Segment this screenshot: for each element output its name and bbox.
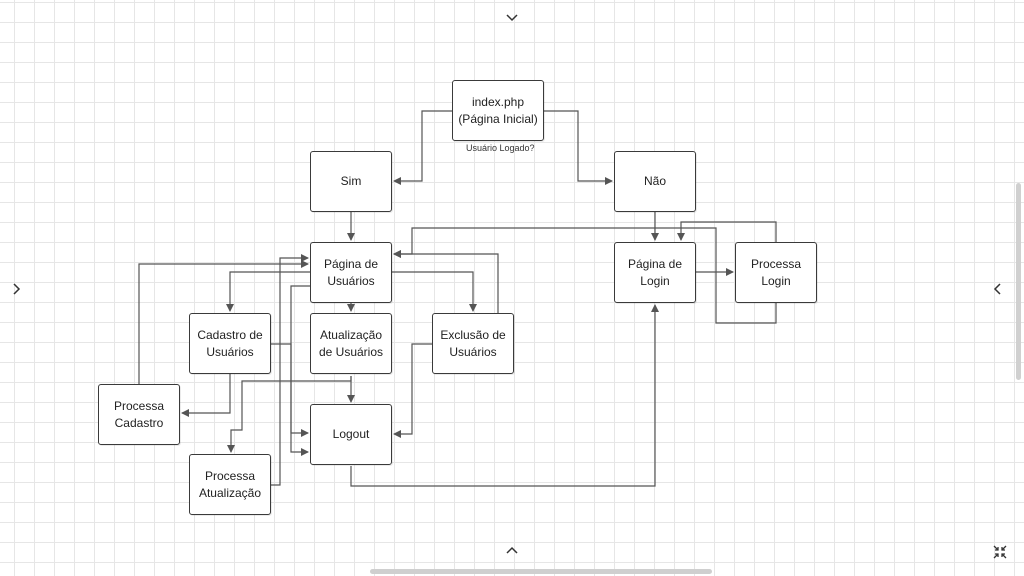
chevron-right-icon[interactable]	[6, 279, 26, 299]
node-sim-label: Sim	[340, 174, 362, 188]
node-sim[interactable]: Sim	[310, 151, 392, 212]
chevron-down-icon[interactable]	[502, 8, 522, 28]
edge-processa-atualizacao-usuarios	[271, 254, 309, 486]
edge-index-nao	[544, 110, 613, 185]
node-exclusao-usuarios[interactable]: Exclusão de Usuários	[432, 313, 514, 374]
edge-processa-cadastro-usuarios	[138, 260, 309, 384]
node-processa-login-label: Processa Login	[750, 256, 802, 288]
node-pagina-login-label: Página de Login	[627, 256, 683, 288]
node-cadastro-usuarios[interactable]: Cadastro de Usuários	[189, 313, 271, 374]
node-exclusao-usuarios-label: Exclusão de Usuários	[440, 327, 506, 359]
edge-processa-login-back	[677, 221, 777, 242]
edge-cadastro-logout	[271, 343, 309, 456]
node-atualizacao-usuarios[interactable]: Atualização de Usuários	[310, 313, 392, 374]
node-pagina-usuarios-label: Página de Usuários	[323, 256, 379, 288]
question-label: Usuário Logado?	[466, 143, 535, 153]
edge-cadastro-processa	[181, 374, 231, 417]
edge-processa-login-usuarios	[393, 227, 777, 324]
collapse-icon[interactable]	[990, 542, 1010, 562]
edge-index-sim	[393, 110, 452, 185]
node-processa-cadastro[interactable]: Processa Cadastro	[98, 384, 180, 445]
node-logout[interactable]: Logout	[310, 404, 392, 465]
horizontal-scrollbar[interactable]	[370, 569, 712, 574]
edge-logout-login	[350, 304, 659, 487]
edge-usuarios-exclusao	[392, 271, 477, 312]
node-cadastro-usuarios-label: Cadastro de Usuários	[197, 327, 263, 359]
node-atualizacao-usuarios-label: Atualização de Usuários	[318, 327, 384, 359]
node-nao-label: Não	[643, 174, 666, 188]
node-pagina-login[interactable]: Página de Login	[614, 242, 696, 303]
edge-usuarios-cadastro	[226, 271, 310, 312]
node-processa-atualizacao[interactable]: Processa Atualização	[189, 454, 271, 515]
node-processa-cadastro-label: Processa Cadastro	[113, 398, 165, 430]
edge-exclusao-logout	[393, 343, 432, 438]
node-processa-login[interactable]: Processa Login	[735, 242, 817, 303]
node-nao[interactable]: Não	[614, 151, 696, 212]
node-index[interactable]: index.php (Página Inicial)	[452, 80, 544, 141]
node-logout-label: Logout	[332, 427, 370, 441]
node-index-label: index.php (Página Inicial)	[458, 94, 538, 126]
vertical-scrollbar[interactable]	[1016, 183, 1021, 380]
edge-usuarios-logout	[290, 285, 310, 437]
chevron-up-icon[interactable]	[502, 540, 522, 560]
node-pagina-usuarios[interactable]: Página de Usuários	[310, 242, 392, 303]
edge-exclusao-usuarios	[393, 250, 499, 313]
chevron-left-icon[interactable]	[988, 279, 1008, 299]
node-processa-atualizacao-label: Processa Atualização	[198, 468, 262, 500]
